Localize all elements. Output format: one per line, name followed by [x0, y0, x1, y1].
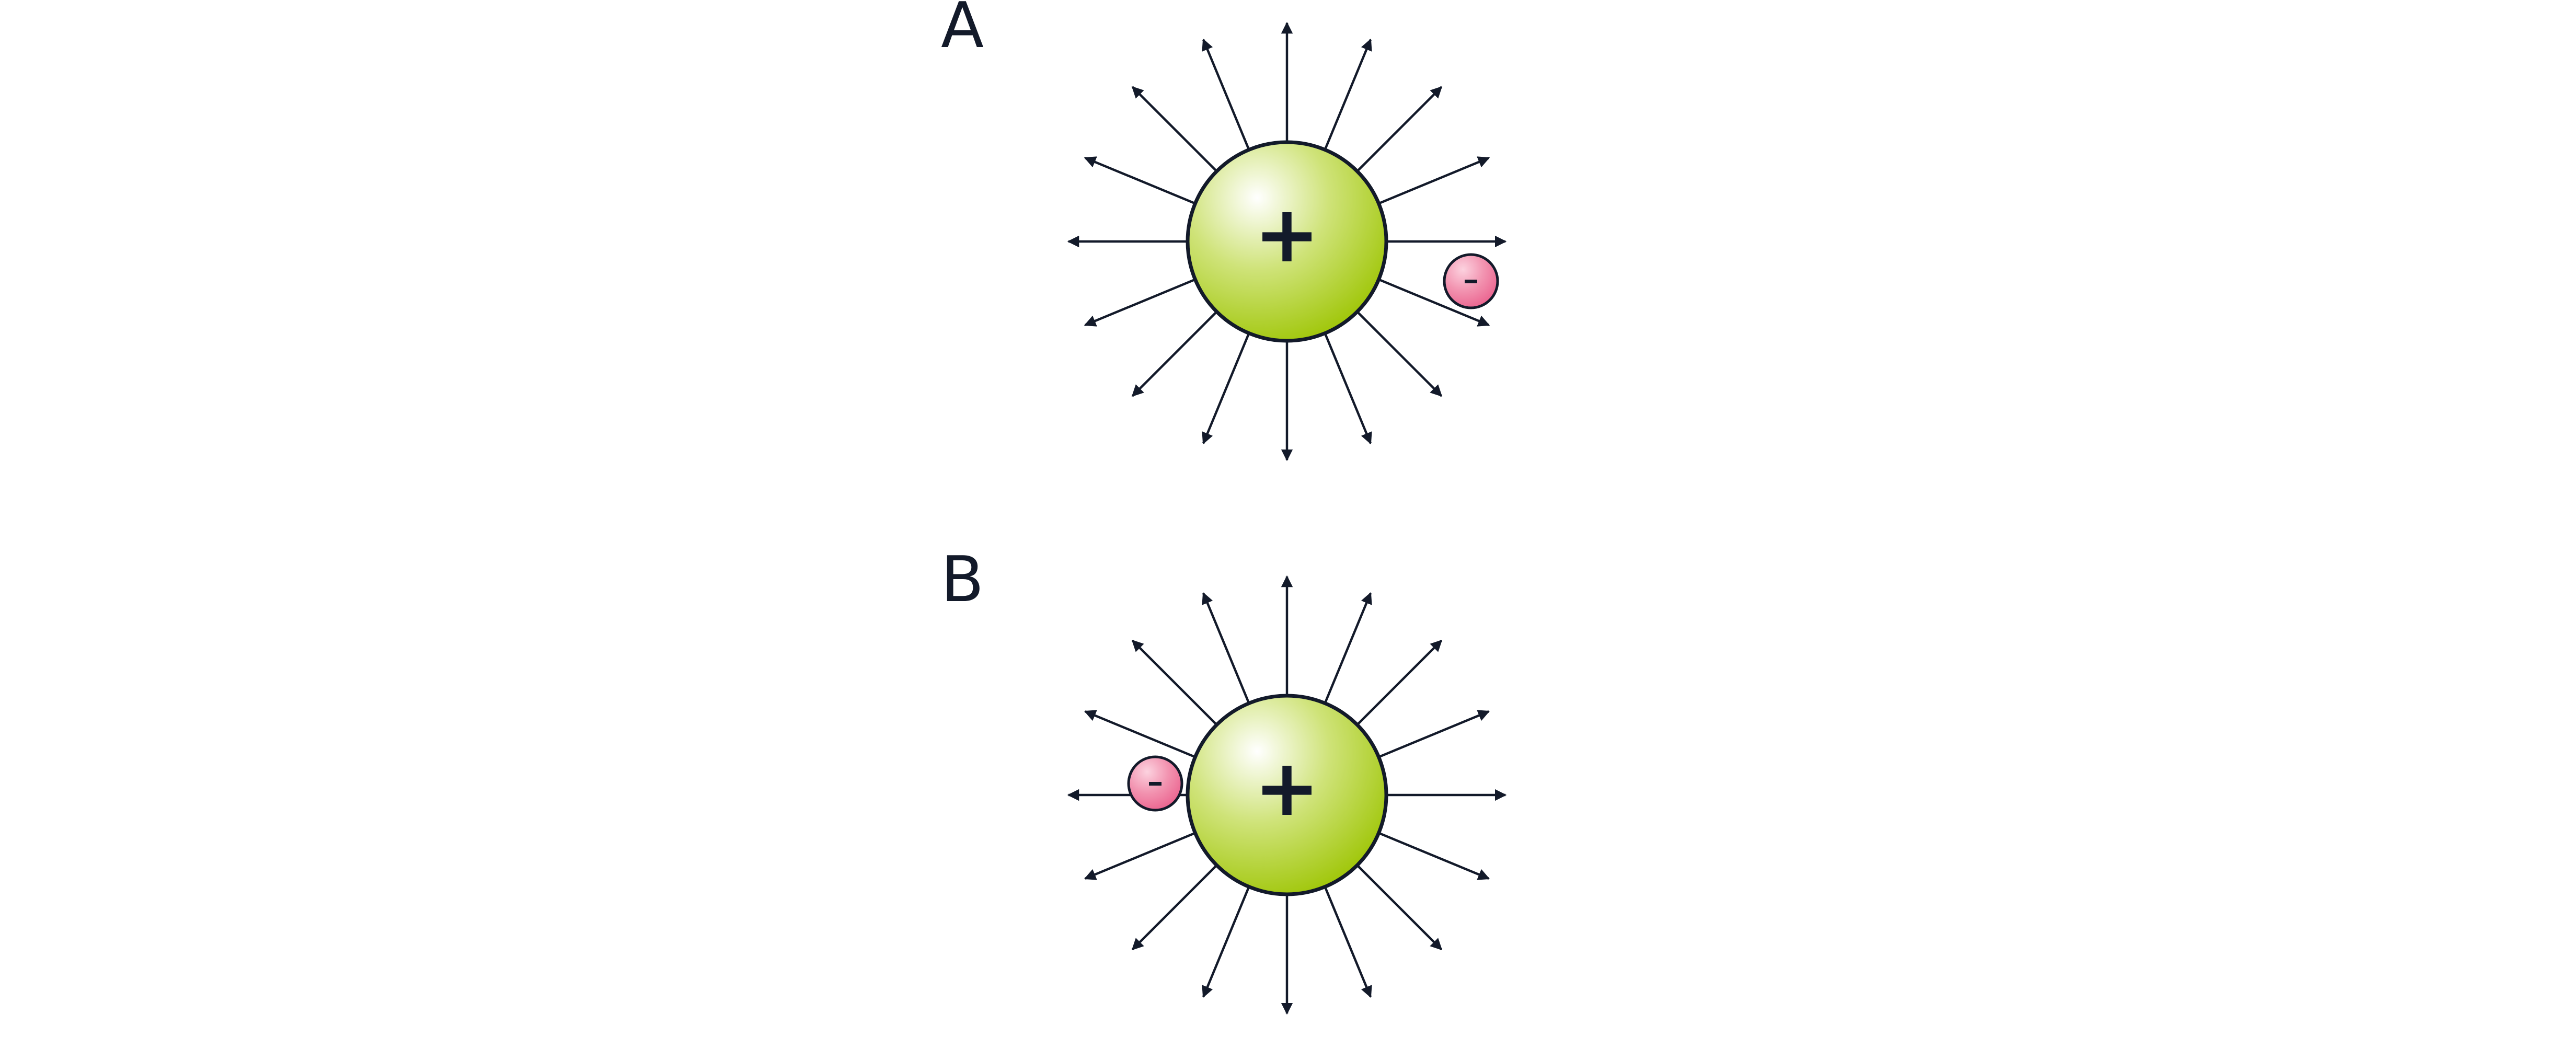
- field-line-arrow: [1084, 279, 1195, 327]
- panel-label-b: B: [941, 544, 984, 616]
- panel-b: B +-: [941, 544, 1507, 1015]
- negative-sign-mark: [1149, 782, 1162, 786]
- field-line-arrow: [1357, 86, 1443, 171]
- field-line-arrow: [1379, 832, 1490, 880]
- field-line-arrow: [1379, 710, 1490, 758]
- field-line-arrow: [1131, 865, 1217, 951]
- field-line-arrow: [1131, 312, 1217, 397]
- field-line-arrow: [1131, 86, 1217, 171]
- field-line-arrow: [1379, 279, 1490, 327]
- field-line-arrow: [1379, 156, 1490, 204]
- field-line-arrow: [1357, 865, 1443, 951]
- positive-charge: [1186, 140, 1388, 343]
- field-line-arrow: [1357, 639, 1443, 725]
- field-line-arrow: [1324, 592, 1372, 703]
- field-line-arrow: [1084, 832, 1195, 880]
- panel-label-a: A: [941, 0, 984, 62]
- field-line-arrow: [1202, 592, 1250, 703]
- field-line-arrow: [1202, 887, 1250, 998]
- field-line-arrow: [1357, 312, 1443, 397]
- field-line-arrow: [1324, 333, 1372, 445]
- field-line-arrow: [1202, 333, 1250, 445]
- panel-a: A +-: [941, 0, 1507, 462]
- field-line-arrow: [1324, 887, 1372, 998]
- field-line-arrow: [1202, 38, 1250, 149]
- positive-sign: +: [1254, 743, 1320, 834]
- negative-sign-mark: [1465, 280, 1477, 283]
- field-line-arrow: [1131, 639, 1217, 725]
- field-line-arrow: [1084, 710, 1195, 758]
- field-line-arrow: [1324, 38, 1372, 149]
- positive-sign: +: [1254, 189, 1320, 280]
- field-line-arrow: [1084, 156, 1195, 204]
- positive-charge: [1186, 694, 1388, 896]
